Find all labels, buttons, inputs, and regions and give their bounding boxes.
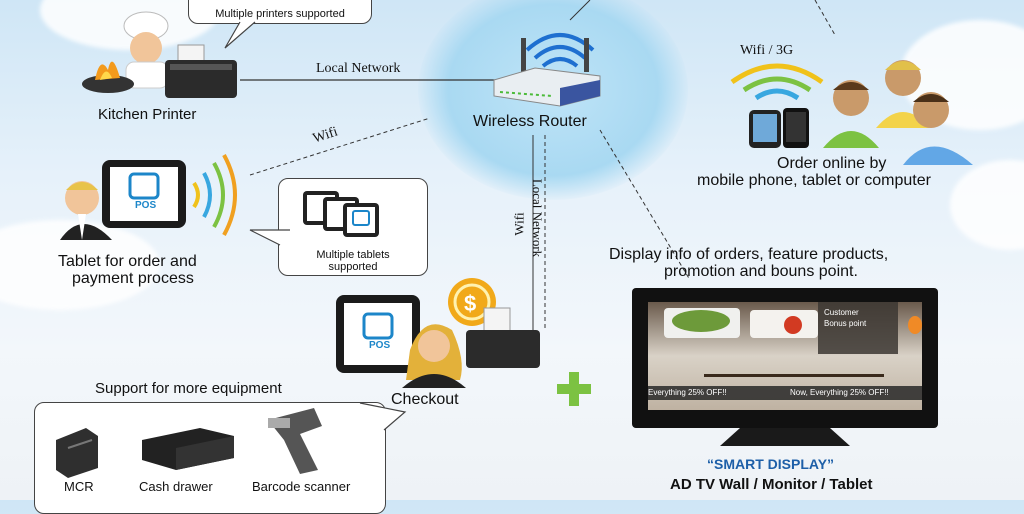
mobile-devices-icon [749,108,809,148]
cashier-icon [402,324,466,388]
display-header-line2: promotion and bouns point. [664,263,858,280]
checkout-pos-text: POS [369,340,391,351]
printers-bubble-text: Multiple printers supported [215,8,345,20]
food-orange [908,316,922,334]
display-sub-label: AD TV Wall / Monitor / Tablet [670,476,873,493]
multiple-tablets-icon [303,191,379,237]
kitchen-printer-icon [165,44,237,98]
cash-drawer-icon [142,428,234,470]
chef-icon [82,11,169,93]
tablets-bubble-tail [249,229,290,246]
equipment-mcr: MCR [64,479,94,494]
screen-bonus: Bonus point [824,319,867,328]
customers-icon [823,60,973,165]
tablet-line1: Tablet for order and [58,253,197,270]
checkout-label: Checkout [391,391,459,408]
chopsticks [704,374,884,377]
network-lines [240,0,836,330]
router-label: Wireless Router [473,113,587,130]
smart-display-label: “SMART DISPLAY” [707,456,835,472]
svg-text:$: $ [464,291,476,316]
tablets-bubble: Multiple tablets supported [278,178,428,276]
printers-bubble: Multiple printers supported [188,0,372,24]
router-icon [493,33,601,107]
ticker-left: Everything 25% OFF!! [648,388,727,397]
online-line1: Order online by [777,155,887,172]
checkout-tablet-icon [336,295,420,373]
local-network-label: Local Network [316,61,401,76]
tablets-bubble-line2: supported [328,261,378,273]
plus-icon [557,372,591,406]
screen-customer: Customer [824,308,859,317]
wifi-3g-label: Wifi / 3G [740,43,794,58]
wifi-signal-icon [192,154,237,236]
waiter-icon [60,181,112,240]
equipment-cash-drawer: Cash drawer [139,479,213,494]
equipment-barcode-scanner: Barcode scanner [252,479,351,494]
receipt-printer-icon [466,307,540,368]
display-header-line1: Display info of orders, feature products… [609,246,889,263]
tablets-bubble-line1: Multiple tablets [316,249,390,261]
tablet-pos-text: POS [135,200,157,211]
bubble-tail [224,21,256,49]
customer-panel [818,302,898,354]
tv-screen: Customer Bonus point Everything 25% OFF!… [648,302,922,410]
equipment-bubble-tail [359,402,407,431]
online-line2: mobile phone, tablet or computer [697,172,931,189]
food-salad [672,310,730,332]
ticker-right: Now, Everything 25% OFF!! [790,388,889,397]
ticker-bar [648,386,922,400]
tablet-pos-icon [102,160,186,228]
barcode-scanner-icon [268,408,322,474]
tv-stand [720,428,850,446]
equipment-title: Support for more equipment [95,380,282,397]
wifi-3g-icon [730,63,824,101]
food-tomato [784,316,802,334]
tablet-line2: payment process [72,270,194,287]
kitchen-printer-label: Kitchen Printer [98,106,197,123]
mcr-icon [56,428,98,478]
